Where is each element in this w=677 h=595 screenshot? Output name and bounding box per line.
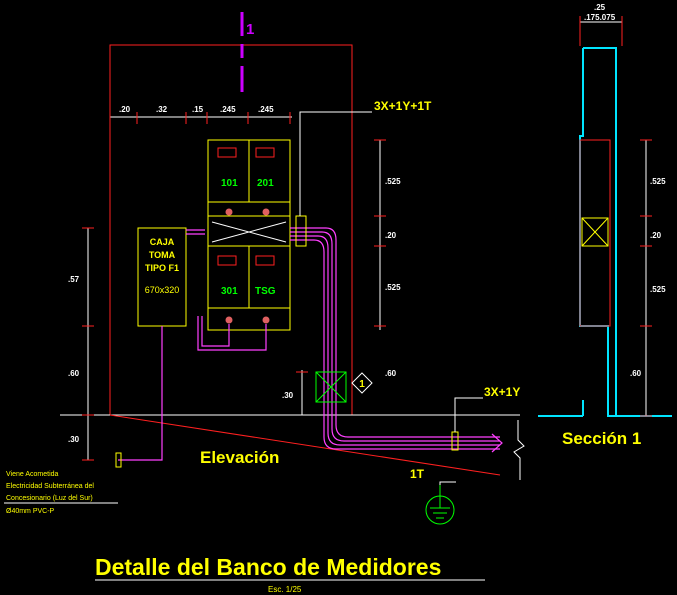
note-line-2: Electricidad Subterránea del <box>6 483 94 490</box>
section-dim-total: .25 <box>594 3 606 12</box>
meter-201: 201 <box>257 178 274 189</box>
wiring-zone <box>207 215 291 247</box>
section-cut-marker: 1 <box>240 12 254 92</box>
left-dim-1: .57 <box>68 275 80 284</box>
cable-label-bottom: 3X+1Y <box>484 385 520 399</box>
ground-icon <box>425 495 455 525</box>
right-dimension-line: .525 .20 .525 .60 .30 <box>282 139 401 415</box>
caja-line-2: TOMA <box>149 250 176 260</box>
elevation-frame <box>60 44 525 480</box>
meter-301: 301 <box>221 286 238 297</box>
detail-marker: 1 <box>351 372 373 394</box>
acometida-sleeve <box>115 452 122 468</box>
top-dim-4: .245 <box>220 105 236 114</box>
conduit-sleeve <box>295 215 307 247</box>
top-dim-3: .15 <box>192 105 204 114</box>
right-dim-5: .30 <box>282 391 294 400</box>
top-dim-2: .32 <box>156 105 168 114</box>
top-dimension-line: .20 .32 .15 .245 .245 <box>109 105 292 124</box>
breaker-dot <box>262 208 270 216</box>
section-view: .25 .175.075 .525 .20 .525 .60 Sección 1 <box>538 3 672 448</box>
junction-box <box>315 371 347 403</box>
ground-label: 1T <box>410 467 425 481</box>
elevation-title: Elevación <box>200 448 279 467</box>
section-outline <box>579 47 617 417</box>
right-dim-3: .525 <box>385 283 401 292</box>
acometida-note: Viene Acometida Electricidad Subterránea… <box>4 471 118 515</box>
caja-line-3: TIPO F1 <box>145 263 179 273</box>
meter-bank: 101 201 301 TSG <box>207 139 291 331</box>
meter-tsg: TSG <box>255 286 276 297</box>
note-line-1: Viene Acometida <box>6 471 59 478</box>
right-dim-4: .60 <box>385 369 397 378</box>
caja-size: 670x320 <box>145 285 180 295</box>
breaker-band-upper <box>207 201 291 217</box>
section-dim-2: .20 <box>650 231 662 240</box>
cable-label-top: 3X+1Y+1T <box>374 99 432 113</box>
section-dim-4: .60 <box>630 369 642 378</box>
note-line-3: Concesionario (Luz del Sur) <box>6 495 93 502</box>
top-dim-1: .20 <box>119 105 131 114</box>
top-dim-5: .245 <box>258 105 274 114</box>
section-dim-1: .525 <box>650 177 666 186</box>
breaker-band-lower <box>207 307 291 331</box>
note-line-4: Ø40mm PVC-P <box>6 508 55 515</box>
section-dim-split: .175.075 <box>584 13 616 22</box>
breaker-dot <box>225 316 233 324</box>
cabinet-outline <box>109 44 353 416</box>
section-dim-3: .525 <box>650 285 666 294</box>
left-dimension-line: .57 .60 .30 <box>68 227 94 461</box>
caja-toma-box: CAJA TOMA TIPO F1 670x320 <box>137 227 187 327</box>
section-marker-label: 1 <box>246 21 254 38</box>
scale-label: Esc. 1/25 <box>268 585 302 594</box>
conduit-runs <box>118 227 503 497</box>
break-mark <box>513 420 525 480</box>
breaker-dot <box>225 208 233 216</box>
section-title: Sección 1 <box>562 429 641 448</box>
caja-line-1: CAJA <box>150 237 175 247</box>
right-dim-2: .20 <box>385 231 397 240</box>
meter-101: 101 <box>221 178 238 189</box>
breaker-dot <box>262 316 270 324</box>
right-dim-1: .525 <box>385 177 401 186</box>
left-dim-2: .60 <box>68 369 80 378</box>
slope-line <box>109 414 501 476</box>
detail-marker-label: 1 <box>359 379 365 390</box>
cable-leaders: 3X+1Y+1T 3X+1Y 1T <box>299 99 520 485</box>
left-dim-3: .30 <box>68 435 80 444</box>
main-title: Detalle del Banco de Medidores <box>95 554 441 580</box>
